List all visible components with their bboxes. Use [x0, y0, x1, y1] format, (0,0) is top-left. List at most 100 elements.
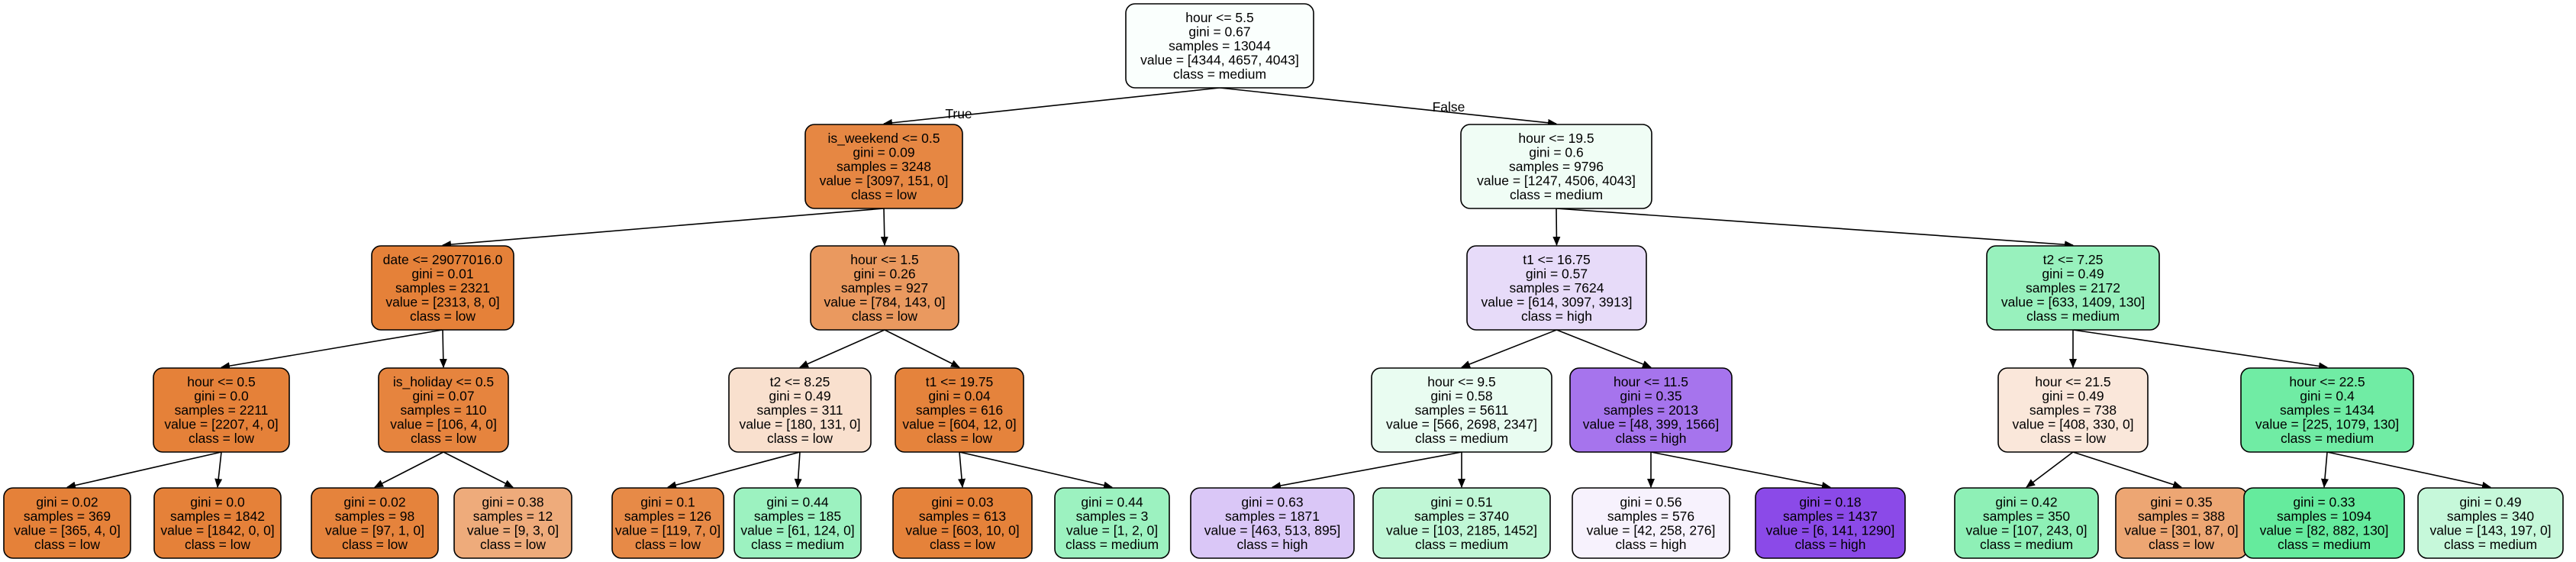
node-line: gini = 0.26	[853, 266, 915, 282]
node-line: class = high	[1616, 431, 1687, 446]
node-line: value = [1247, 4506, 4043]	[1477, 173, 1636, 189]
node-line: class = low	[480, 537, 546, 552]
node-box	[1460, 124, 1652, 209]
node-line: value = [2207, 4, 0]	[164, 417, 278, 432]
node-line: value = [1842, 0, 0]	[160, 522, 274, 538]
node-line: samples = 350	[1983, 509, 2071, 524]
tree-edge-n24-n28	[2072, 329, 2328, 370]
node-box	[153, 367, 290, 453]
tree-edge-n10-n11	[667, 451, 801, 489]
node-line: gini = 0.01	[411, 266, 473, 282]
tree-edge-n6-n8	[443, 451, 514, 488]
tree-edge-n13-n14	[958, 451, 966, 488]
node-line: gini = 0.67	[1188, 24, 1250, 40]
node-line: value = [784, 143, 0]	[824, 295, 945, 310]
node-line: hour <= 9.5	[1427, 374, 1496, 389]
node-line: class = medium	[1415, 537, 1508, 552]
node-line: gini = 0.49	[2042, 266, 2104, 282]
tree-edge-n6-n7	[374, 451, 444, 488]
node-line: t2 <= 7.25	[2043, 252, 2104, 267]
node-line: value = [604, 12, 0]	[902, 417, 1016, 432]
node-line: value = [2313, 8, 0]	[385, 295, 499, 310]
node-line: samples = 616	[916, 402, 1003, 418]
node-line: class = high	[1795, 537, 1866, 552]
node-line: gini = 0.33	[2293, 494, 2355, 509]
node-box	[2417, 487, 2564, 559]
node-line: value = [97, 1, 0]	[325, 522, 424, 538]
node-box	[1755, 487, 1906, 559]
node-line: samples = 7624	[1509, 280, 1604, 296]
node-line: gini = 0.1	[640, 494, 695, 509]
tree-edge-n1-n2	[442, 208, 885, 249]
node-line: samples = 927	[841, 280, 928, 296]
node-line: class = low	[851, 187, 917, 202]
node-line: samples = 5611	[1415, 402, 1509, 418]
node-line: value = [106, 4, 0]	[390, 417, 497, 432]
node-line: samples = 1434	[2280, 402, 2374, 418]
node-line: samples = 110	[400, 402, 486, 418]
node-line: class = medium	[751, 537, 844, 552]
node-box	[1954, 487, 2099, 559]
node-line: class = low	[410, 308, 476, 324]
node-line: gini = 0.4	[2300, 389, 2355, 404]
node-line: gini = 0.57	[1526, 266, 1588, 282]
node-line: class = low	[185, 537, 250, 552]
node-box	[611, 487, 724, 559]
node-line: gini = 0.03	[931, 494, 993, 509]
tree-edge-n28-n30	[2326, 451, 2491, 489]
node-line: gini = 0.35	[2150, 494, 2212, 509]
node-line: class = low	[189, 431, 254, 446]
node-line: value = [103, 2185, 1452]	[1386, 522, 1537, 538]
node-line: hour <= 22.5	[2289, 374, 2365, 389]
node-line: t1 <= 19.75	[926, 374, 994, 389]
tree-edge-n25-n27	[2072, 451, 2182, 489]
node-line: class = low	[411, 431, 476, 446]
tree-edge-n13-n15	[959, 451, 1113, 489]
node-line: samples = 3248	[837, 159, 931, 174]
node-line: gini = 0.04	[928, 389, 991, 404]
node-line: value = [614, 3097, 3913]	[1481, 295, 1632, 310]
node-line: class = medium	[2444, 537, 2537, 552]
node-line: gini = 0.6	[1529, 145, 1584, 160]
node-line: samples = 3740	[1414, 509, 1509, 524]
node-line: hour <= 19.5	[1518, 131, 1594, 146]
node-line: value = [301, 87, 0]	[2124, 522, 2238, 538]
node-line: class = low	[767, 431, 833, 446]
node-line: class = low	[2149, 537, 2214, 552]
node-line: value = [82, 882, 130]	[2260, 522, 2389, 538]
node-line: class = medium	[2281, 431, 2374, 446]
node-line: class = low	[635, 537, 701, 552]
node-line: gini = 0.38	[482, 494, 543, 509]
node-box	[371, 245, 514, 331]
node-line: gini = 0.56	[1620, 494, 1681, 509]
node-box	[1371, 367, 1552, 453]
node-line: t1 <= 16.75	[1523, 252, 1591, 267]
tree-edge-n17-n21	[1556, 329, 1652, 368]
node-line: gini = 0.02	[36, 494, 98, 509]
tree-edge-n28-n29	[2320, 451, 2329, 488]
node-box	[1572, 487, 1730, 559]
node-line: samples = 340	[2447, 509, 2535, 524]
node-line: value = [408, 330, 0]	[2012, 417, 2133, 432]
node-line: samples = 2013	[1604, 402, 1698, 418]
tree-edge-n9-n10	[799, 329, 885, 368]
node-line: class = medium	[2026, 308, 2120, 324]
tree-edge-n3-n5	[214, 451, 223, 488]
node-line: class = medium	[1510, 187, 1603, 202]
node-line: class = medium	[2278, 537, 2371, 552]
node-box	[1372, 487, 1551, 559]
node-line: samples = 388	[2138, 509, 2225, 524]
